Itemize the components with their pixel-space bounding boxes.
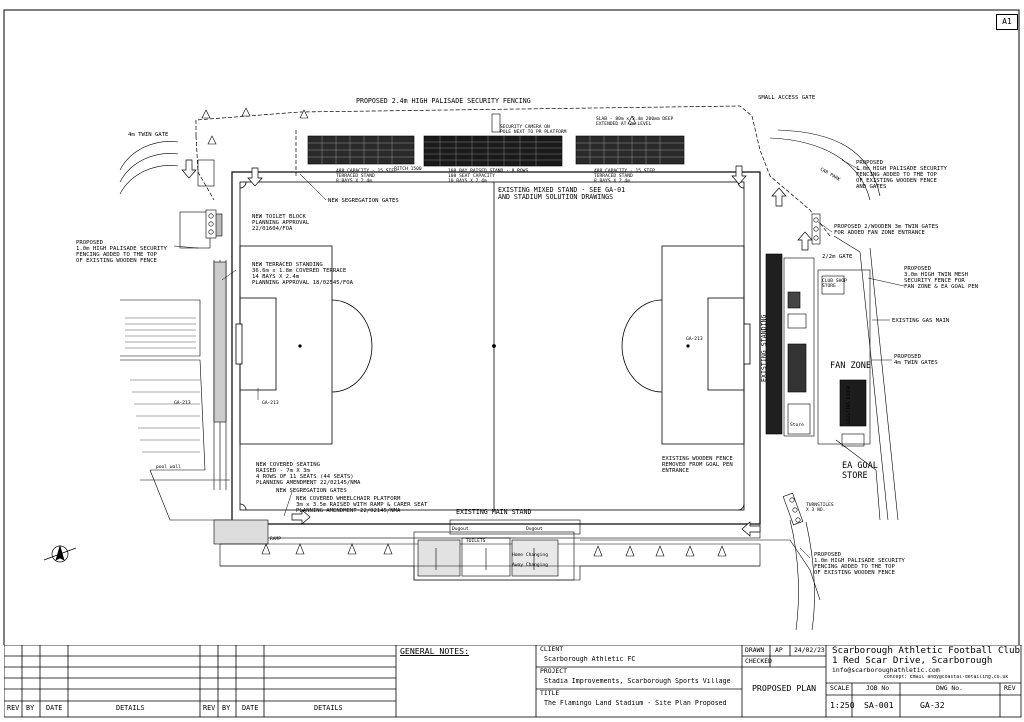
east-posts (205, 209, 821, 526)
new-segregation-gates-2-label: NEW SEGREGATION GATES (276, 488, 347, 494)
rev-label: REV (1004, 685, 1016, 692)
status-value: PROPOSED PLAN (752, 684, 817, 693)
new-segregation-gates-label: NEW SEGREGATION GATES (328, 198, 399, 204)
details-header: DETAILS (116, 705, 145, 712)
home-changing-label: Home Changing (512, 552, 548, 558)
gate-arrows (181, 159, 813, 537)
palisade-top-label: PROPOSED 2.4m HIGH PALISADE SECURITY FEN… (356, 97, 531, 105)
existing-kiosk-label: EXISTING KIOSK (846, 385, 852, 424)
title-value: The Flamingo Land Stadium - Site Plan Pr… (544, 700, 727, 707)
title-block: REV BY DATE DETAILS REV BY DATE DETAILS … (4, 645, 1022, 718)
scale-label: SCALE (830, 685, 850, 692)
plan-labels: PROPOSED 2.4m HIGH PALISADE SECURITY FEN… (76, 95, 978, 576)
ga-213-label-a: GA-213 (262, 400, 279, 406)
car-park-label: CAR PARK (819, 167, 841, 183)
site-plan: PROPOSED 2.4m HIGH PALISADE SECURITY FEN… (3, 9, 1020, 645)
top-left-buildings (119, 141, 230, 521)
pitch-1500-label: PITCH 1500 (394, 166, 422, 172)
east-side (765, 235, 899, 521)
dugout-1-label: Dugout (452, 526, 469, 532)
date-header: DATE (46, 705, 63, 712)
away-changing-label: Away Changing (512, 562, 548, 568)
title-label: TITLE (540, 690, 560, 697)
drawn-label: DRAWN (745, 647, 765, 654)
sheet-border (3, 9, 1020, 645)
leader-lines (173, 159, 905, 559)
date-header-2: DATE (242, 705, 259, 712)
access-road (769, 129, 881, 631)
by-header-2: BY (222, 705, 231, 712)
rev-header: REV (7, 705, 20, 712)
fan-zone-label: FAN ZONE (830, 361, 871, 371)
drawn-by: AP (775, 647, 783, 654)
org-email: info@scarboroughathletic.com (832, 667, 940, 674)
client-value: Scarborough Athletic FC (544, 656, 636, 663)
twin-gate-label: 4m TWIN GATE (128, 132, 169, 138)
dwg-no-value: GA-32 (920, 701, 945, 710)
ramp-label: RAMP (270, 536, 281, 542)
existing-main-stand-label: EXISTING MAIN STAND (456, 508, 531, 516)
stand-markers (261, 543, 727, 557)
small-access-gate-label: SMALL ACCESS GATE (758, 95, 816, 101)
general-notes-heading: GENERAL NOTES: (400, 647, 470, 656)
org-contact: concept: Email andy@coastal-detailing.co… (884, 675, 1009, 680)
client-label: CLIENT (540, 646, 564, 653)
checked-label: CHECKED (745, 658, 772, 665)
toilets-label: TOILETS (466, 538, 486, 544)
store-label: Store (790, 422, 804, 428)
sheet-size-label: A1 (996, 14, 1018, 30)
job-no-value: SA-001 (864, 701, 894, 710)
fence-posts (201, 107, 637, 145)
org-name: Scarborough Athletic Football Club (832, 646, 1021, 656)
dwg-label: DWG No. (936, 685, 963, 692)
details-header-2: DETAILS (314, 705, 343, 712)
org-address: 1 Red Scar Drive, Scarborough (832, 656, 993, 666)
pool-wall-label: pool wall (156, 464, 181, 470)
scale-value: 1:250 (830, 701, 855, 710)
dugout-2-label: Dugout (526, 526, 543, 532)
north-stands (307, 113, 685, 167)
rev-header-2: REV (203, 705, 216, 712)
gate-2-2m-label: 2/2m GATE (822, 254, 853, 260)
project-label: PROJECT (540, 668, 567, 675)
main-stand-area (213, 519, 821, 601)
existing-standing-label: EXISTING STANDING (760, 314, 768, 382)
north-arrow-icon (43, 544, 77, 563)
drawn-date: 24/02/23 (794, 647, 825, 654)
ga-213-label-b: GA-213 (174, 400, 191, 406)
job-label: JOB No (866, 685, 890, 692)
ga-213-label-c: GA-213 (686, 336, 703, 342)
existing-gas-main-label: EXISTING GAS MAIN (892, 318, 949, 324)
project-value: Stadia Improvements, Scarborough Sports … (544, 678, 731, 685)
by-header: BY (26, 705, 35, 712)
title-block-grid (4, 645, 1022, 718)
